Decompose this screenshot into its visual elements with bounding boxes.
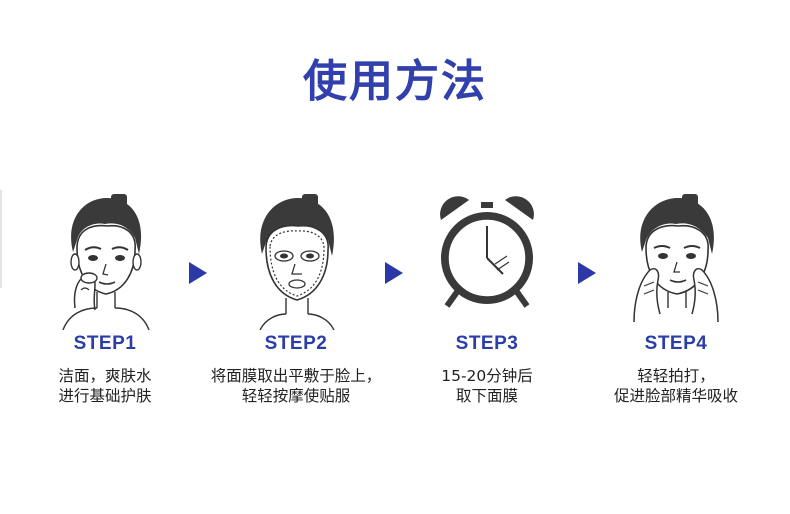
step-3-label: STEP3 bbox=[455, 333, 519, 354]
step-4-line-1: 轻轻拍打， bbox=[637, 367, 715, 385]
face-applying-toner-icon bbox=[62, 194, 150, 330]
step-3-line-1: 15-20分钟后 bbox=[441, 367, 533, 385]
step-1-line-2: 进行基础护肤 bbox=[58, 387, 152, 405]
step-1-description: 洁面，爽肤水 进行基础护肤 bbox=[5, 366, 205, 406]
page-title: 使用方法 bbox=[303, 56, 487, 107]
face-patting-cheeks-icon bbox=[633, 194, 719, 323]
step-3-line-2: 取下面膜 bbox=[455, 387, 518, 405]
step-4-label: STEP4 bbox=[644, 333, 708, 354]
step-4-line-2: 促进脸部精华吸收 bbox=[613, 387, 738, 405]
step-1-label: STEP1 bbox=[73, 333, 137, 354]
step-2-line-1: 将面膜取出平敷于脸上， bbox=[210, 367, 382, 385]
step-2-description: 将面膜取出平敷于脸上， 轻轻按摩使贴服 bbox=[196, 366, 396, 406]
step-4-description: 轻轻拍打， 促进脸部精华吸收 bbox=[576, 366, 776, 406]
left-edge-divider bbox=[0, 190, 2, 288]
step-3-description: 15-20分钟后 取下面膜 bbox=[387, 366, 587, 406]
step-arrow-1 bbox=[189, 262, 207, 284]
step-2-line-2: 轻轻按摩使贴服 bbox=[241, 387, 351, 405]
step-arrow-3 bbox=[578, 262, 596, 284]
step-arrow-2 bbox=[385, 262, 403, 284]
face-with-mask-icon bbox=[259, 194, 335, 330]
step-1-line-1: 洁面，爽肤水 bbox=[58, 367, 152, 385]
alarm-clock-icon bbox=[440, 196, 534, 308]
step-2-label: STEP2 bbox=[264, 333, 328, 354]
